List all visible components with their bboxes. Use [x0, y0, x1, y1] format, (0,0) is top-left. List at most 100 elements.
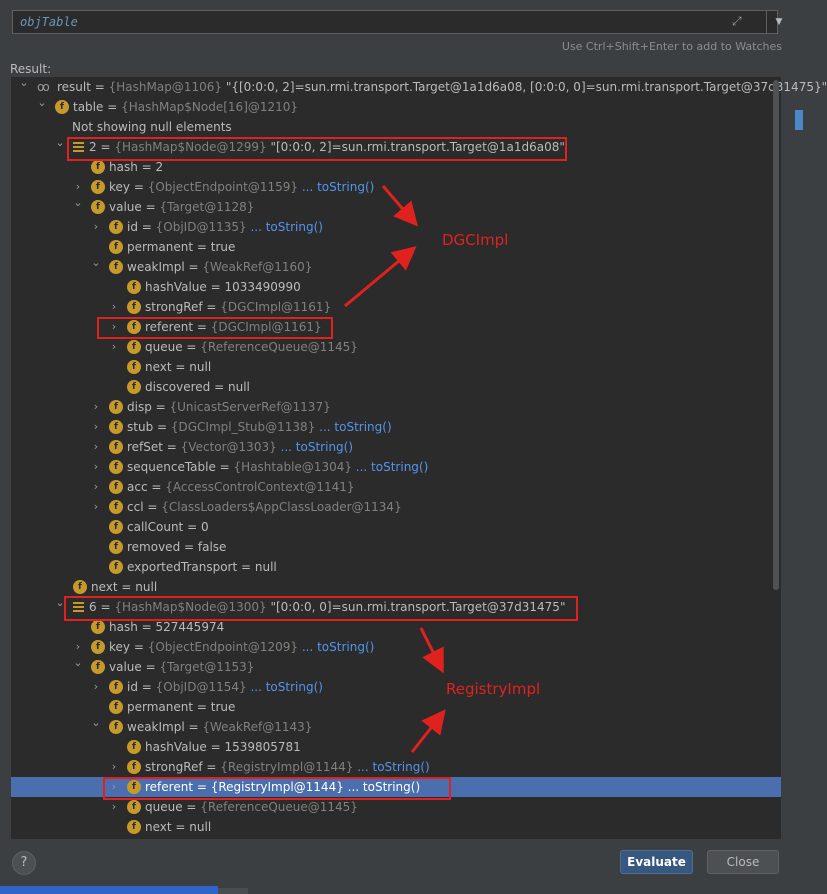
tree-row[interactable]: ⌄ 6 = {HashMap$Node@1300} "[0:0:0, 0]=sun…	[11, 596, 781, 617]
chevron-down-icon[interactable]: ⌄	[19, 76, 29, 89]
chevron-right-icon[interactable]: ›	[93, 220, 99, 233]
expand-icon[interactable]: ⤢	[732, 14, 742, 28]
tree-row-label: weakImpl = {WeakRef@1143}	[127, 717, 312, 737]
chevron-down-icon[interactable]: ⌄	[55, 136, 65, 149]
tree-row[interactable]: Not showing null elements	[11, 117, 781, 137]
chevron-right-icon[interactable]: ›	[93, 480, 99, 493]
chevron-down-icon[interactable]: ⌄	[91, 716, 101, 729]
to-string-link[interactable]: ... toString()	[301, 640, 375, 654]
chevron-down-icon[interactable]: ⌄	[91, 256, 101, 269]
to-string-link[interactable]: ... toString()	[301, 180, 375, 194]
field-icon: f	[127, 280, 141, 294]
tree-row-label: disp = {UnicastServerRef@1137}	[127, 397, 331, 417]
chevron-right-icon[interactable]: ›	[75, 180, 81, 193]
close-button[interactable]: Close	[707, 850, 779, 874]
tree-row-label: 6 = {HashMap$Node@1300} "[0:0:0, 0]=sun.…	[89, 597, 565, 617]
to-string-link[interactable]: ... toString()	[355, 460, 429, 474]
chevron-right-icon[interactable]: ›	[111, 800, 117, 813]
value-text: hash	[109, 160, 138, 174]
chevron-right-icon[interactable]: ›	[93, 460, 99, 473]
chevron-right-icon[interactable]: ›	[111, 340, 117, 353]
chevron-right-icon[interactable]: ›	[111, 320, 117, 333]
field-icon: f	[127, 760, 141, 774]
chevron-down-icon[interactable]: ⌄	[73, 656, 83, 669]
value-text: =	[151, 400, 170, 414]
expression-input[interactable]: objTable ⤢ ▼	[12, 10, 782, 34]
value-text: ccl	[127, 500, 144, 514]
map-entry-icon	[73, 142, 84, 152]
to-string-link[interactable]: ... toString()	[357, 760, 430, 774]
value-text: =	[202, 760, 221, 774]
to-string-link[interactable]: ... toString()	[250, 680, 323, 694]
to-string-link[interactable]: ... toString()	[280, 440, 354, 454]
value-text: strongRef	[145, 300, 203, 314]
type-ref: {ReferenceQueue@1145}	[200, 340, 358, 354]
chevron-right-icon[interactable]: ›	[111, 780, 117, 793]
chevron-down-icon[interactable]: ▼	[775, 17, 783, 27]
chevron-down-icon[interactable]: ⌄	[55, 596, 65, 609]
vertical-scrollbar[interactable]	[773, 80, 779, 590]
chevron-right-icon[interactable]: ›	[111, 300, 117, 313]
field-icon: f	[109, 420, 123, 434]
chevron-right-icon[interactable]: ›	[93, 680, 99, 693]
tree-row-label: hashValue = 1033490990	[145, 277, 301, 297]
to-string-link[interactable]: ... toString()	[319, 420, 392, 434]
expression-text[interactable]: objTable	[20, 15, 78, 29]
help-icon[interactable]: ?	[12, 851, 36, 875]
chevron-right-icon[interactable]: ›	[75, 640, 81, 653]
to-string-link[interactable]: ... toString()	[250, 220, 323, 234]
chevron-down-icon[interactable]: ⌄	[73, 196, 83, 209]
evaluate-button[interactable]: Evaluate	[620, 850, 693, 874]
chevron-right-icon[interactable]: ›	[93, 420, 99, 433]
tree-row[interactable]: ⌄ 2 = {HashMap$Node@1299} "[0:0:0, 2]=sun…	[11, 136, 781, 157]
tree-row-label: 2 = {HashMap$Node@1299} "[0:0:0, 2]=sun.…	[89, 137, 565, 157]
chevron-right-icon[interactable]: ›	[93, 440, 99, 453]
tree-row[interactable]: f hashValue = 1033490990	[11, 277, 781, 297]
chevron-right-icon[interactable]: ›	[93, 500, 99, 513]
taskbar-strip	[0, 886, 803, 894]
tree-row-label: strongRef = {DGCImpl@1161}	[145, 297, 331, 317]
to-string-link[interactable]: ... toString()	[347, 780, 421, 794]
value-text: next	[145, 820, 172, 834]
chevron-down-icon[interactable]: ⌄	[37, 96, 47, 109]
chevron-right-icon[interactable]: ›	[111, 760, 117, 773]
chevron-right-icon[interactable]: ›	[93, 400, 99, 413]
value-text: table	[73, 100, 104, 114]
value-text: strongRef	[145, 760, 203, 774]
